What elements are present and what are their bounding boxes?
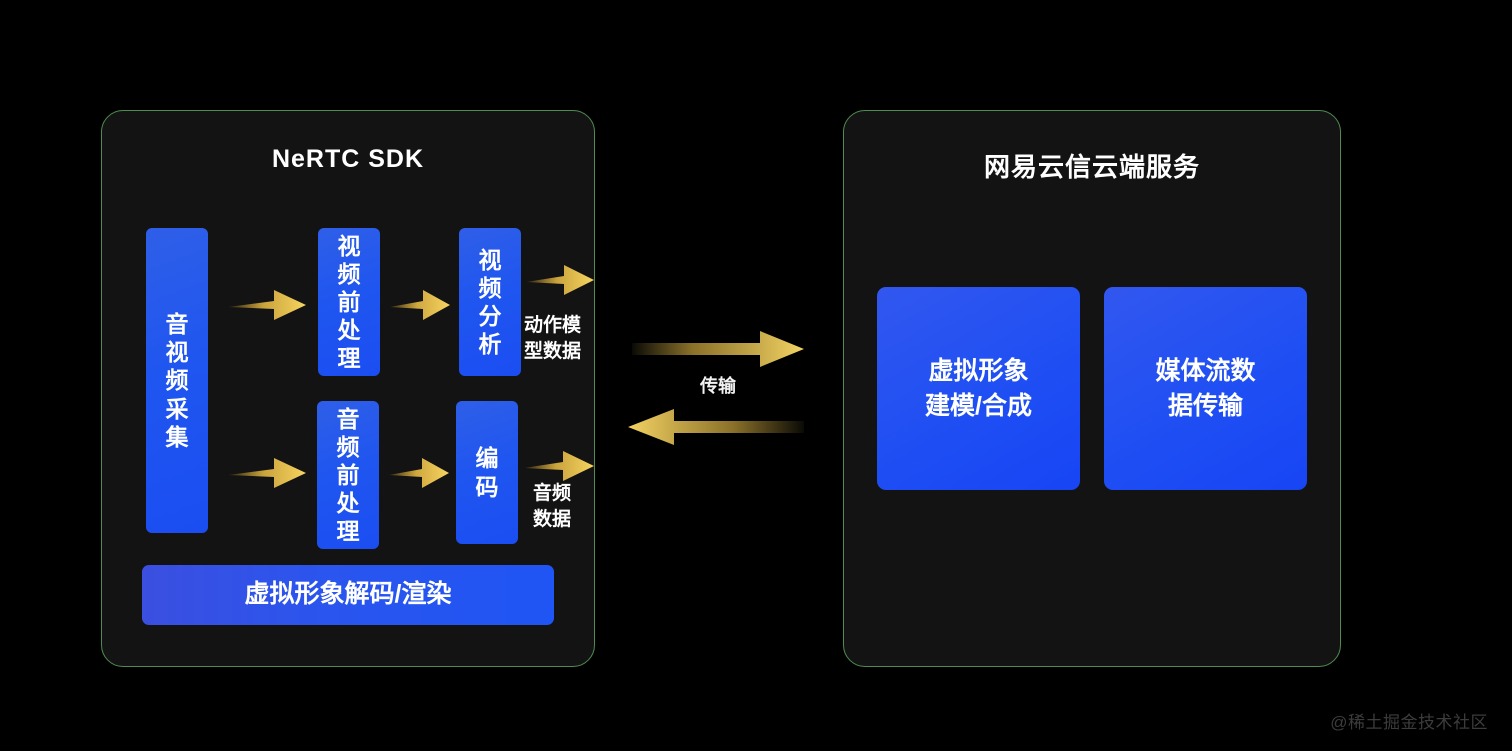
box-audio-encode[interactable]: 编 码 [456, 401, 518, 544]
label-audio-data: 音频 数据 [533, 483, 572, 530]
label-transmission: 传输 [700, 376, 736, 396]
box-avatar-modeling-synthesis[interactable]: 虚拟形象 建模/合成 [877, 287, 1080, 490]
cloud-service-panel-title: 网易云信云端服务 [983, 152, 1200, 182]
box-media-stream-transport[interactable]: 媒体流数 据传输 [1104, 287, 1307, 490]
arrow-transmit-from-cloud [628, 409, 804, 445]
arrow-audio-preprocess-to-encode [389, 458, 449, 488]
arrow-capture-to-video-preprocess [228, 290, 306, 320]
label-motion-model-data: 动作模 型数据 [524, 315, 582, 362]
arrow-transmit-to-cloud [632, 331, 804, 367]
arrow-analysis-to-motion-data [526, 265, 594, 295]
box-video-analysis[interactable]: 视 频 分 析 [459, 228, 521, 376]
box-av-capture[interactable]: 音 视 频 采 集 [146, 228, 208, 533]
box-audio-preprocess[interactable]: 音 频 前 处 理 [317, 401, 379, 549]
arrow-encode-to-audio-data [524, 451, 594, 481]
box-video-preprocess[interactable]: 视 频 前 处 理 [318, 228, 380, 376]
arrow-capture-to-audio-preprocess [228, 458, 306, 488]
watermark: @稀土掘金技术社区 [1330, 713, 1488, 732]
box-avatar-decode-render[interactable]: 虚拟形象解码/渲染 [142, 565, 554, 625]
arrow-video-preprocess-to-analysis [390, 290, 450, 320]
nertc-sdk-panel-title: NeRTC SDK [271, 145, 425, 173]
